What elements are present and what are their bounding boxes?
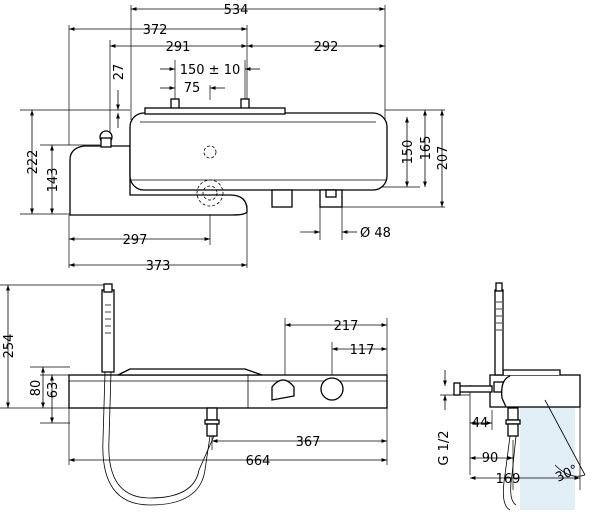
dim-g-half-inch: G 1/2 <box>437 430 452 465</box>
side-outlet <box>507 407 519 421</box>
watermark <box>520 400 575 510</box>
top-center-mark <box>203 145 217 159</box>
dim-254: 254 <box>2 334 17 359</box>
dim-222: 222 <box>26 150 41 175</box>
dim-207: 207 <box>436 146 451 171</box>
dim-291: 291 <box>166 40 191 55</box>
dim-150-tolerance: 150 ± 10 <box>180 63 241 78</box>
dim-367: 367 <box>296 435 321 450</box>
top-view: 534 372 291 292 150 ± 10 75 27 222 143 1… <box>20 3 451 274</box>
dim-90: 90 <box>482 451 499 466</box>
dim-165: 165 <box>419 136 434 161</box>
top-shelf-outline <box>69 145 248 216</box>
dim-169: 169 <box>496 472 521 487</box>
side-handshower <box>494 289 504 376</box>
dim-80: 80 <box>29 380 44 397</box>
front-handle-right <box>320 377 344 401</box>
dim-75: 75 <box>184 81 201 96</box>
dim-372: 372 <box>143 23 168 38</box>
dim-27: 27 <box>112 64 127 81</box>
dim-44: 44 <box>472 416 489 431</box>
dim-117: 117 <box>350 343 375 358</box>
side-view: G 1/2 44 90 169 30° <box>437 282 586 511</box>
dim-534: 534 <box>224 3 249 18</box>
top-handle-left <box>271 189 293 208</box>
front-view: 254 80 63 217 117 367 664 <box>0 283 388 506</box>
dim-143: 143 <box>46 168 61 193</box>
side-inlet <box>457 385 493 393</box>
dim-292: 292 <box>314 40 339 55</box>
dim-63: 63 <box>46 382 61 399</box>
dim-diameter-48: Ø 48 <box>360 226 391 241</box>
dim-217: 217 <box>334 319 359 334</box>
dim-150: 150 <box>401 140 416 165</box>
front-outlet <box>206 407 218 421</box>
top-outlet-mark <box>196 179 224 207</box>
front-handle-left <box>271 379 295 401</box>
dim-373: 373 <box>146 259 171 274</box>
front-handshower <box>101 289 115 373</box>
front-hose <box>102 371 211 506</box>
top-thermostat-body <box>129 112 388 191</box>
dim-664: 664 <box>246 454 271 469</box>
dim-297: 297 <box>123 233 148 248</box>
